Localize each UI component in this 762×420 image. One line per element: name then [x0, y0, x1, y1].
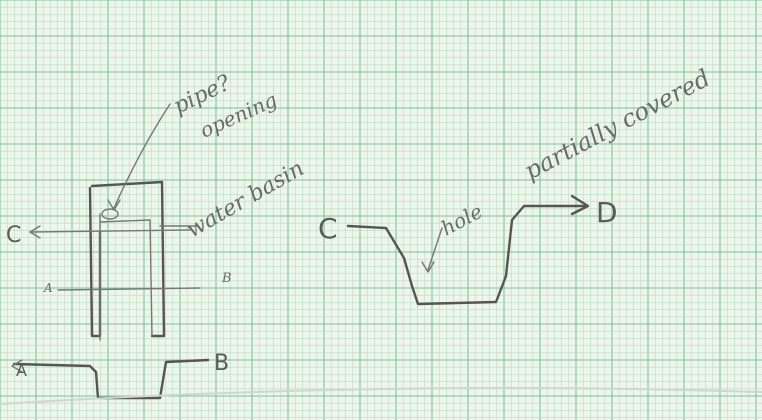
profile-cd-arrow — [570, 194, 590, 216]
pipe-leader-line — [113, 103, 171, 209]
profile-ab-line — [12, 358, 210, 400]
pipe-opening-circle — [101, 208, 119, 220]
profile-ab-arrow — [11, 359, 23, 373]
plan-label-b: B — [221, 271, 232, 286]
profile-label-b: B — [214, 351, 229, 376]
profile-label-d: D — [596, 196, 618, 229]
plan-label-a: A — [43, 281, 53, 295]
hole-leader-arrow — [421, 261, 435, 273]
basin-outline-outer — [90, 180, 166, 338]
annotation-hole: hole — [437, 199, 486, 240]
paper-fold-crease — [0, 387, 762, 405]
basin-inner-wall — [99, 219, 153, 337]
hole-leader-line — [427, 227, 443, 271]
annotation-partially-covered: partially covered — [520, 64, 715, 185]
profile-cd-line — [346, 204, 588, 306]
profile-label-c: C — [318, 212, 338, 245]
profile-label-a: A — [16, 361, 27, 380]
section-line-ab — [57, 287, 201, 291]
section-line-cc-arrow — [29, 225, 41, 239]
basin-outline-left — [88, 186, 102, 338]
plan-label-c: C — [6, 223, 21, 248]
annotation-water-basin: water basin — [183, 156, 309, 243]
basin-plan-view — [88, 180, 166, 341]
pipe-leader-arrow — [107, 199, 121, 211]
section-line-cc — [29, 229, 191, 233]
